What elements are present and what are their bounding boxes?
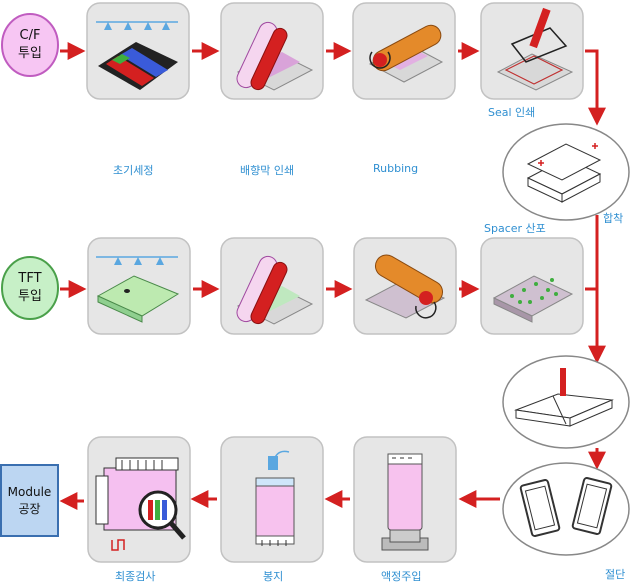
label-rubbing: Rubbing bbox=[373, 162, 419, 175]
step-box-final-inspect bbox=[87, 436, 191, 563]
step-box-alignment-print-cf bbox=[220, 2, 324, 100]
label-spacer: Spacer 산포 bbox=[484, 222, 546, 235]
step-ellipse-bonding bbox=[502, 123, 630, 221]
label-sealing: 봉지 bbox=[263, 570, 284, 583]
step-box-rubbing-cf bbox=[352, 2, 456, 100]
tft-input-line2: 투입 bbox=[18, 289, 42, 304]
tft-input-shape bbox=[1, 256, 59, 320]
label-seal-print: Seal 인쇄 bbox=[488, 106, 536, 119]
cf-input-shape bbox=[1, 13, 59, 77]
step-box-seal-print bbox=[480, 2, 584, 100]
label-final-inspect: 최종검사 bbox=[115, 570, 156, 583]
label-bonding: 합착 bbox=[603, 212, 624, 225]
step-ellipse-split bbox=[502, 462, 630, 556]
step-box-initial-clean-cf bbox=[86, 2, 190, 100]
step-box-lc-inject bbox=[353, 436, 457, 563]
module-line2: 공장 bbox=[18, 501, 41, 516]
label-cutting: 절단 bbox=[605, 568, 626, 581]
module-factory: Module 공장 bbox=[1, 465, 58, 536]
step-box-rubbing-tft bbox=[353, 237, 457, 335]
label-lc-inject: 액정주입 bbox=[381, 570, 422, 583]
step-box-sealing bbox=[220, 436, 324, 563]
step-ellipse-cutting bbox=[502, 355, 630, 449]
step-box-spacer bbox=[480, 237, 584, 335]
module-shape bbox=[0, 464, 59, 537]
arrow-spacer-to-cutting bbox=[585, 287, 606, 364]
step-box-alignment-print-tft bbox=[220, 237, 324, 335]
label-alignment-print: 배향막 인쇄 bbox=[240, 164, 295, 177]
cf-input-line2: 투입 bbox=[18, 46, 42, 61]
cf-input: C/F 투입 bbox=[2, 14, 58, 76]
step-box-initial-clean-tft bbox=[87, 237, 191, 335]
tft-input: TFT 투입 bbox=[2, 257, 58, 319]
label-initial-clean: 초기세정 bbox=[113, 164, 154, 177]
cf-input-line1: C/F bbox=[19, 28, 41, 43]
module-line1: Module bbox=[7, 484, 52, 499]
tft-input-line1: TFT bbox=[18, 271, 42, 286]
arrow-seal-to-bonding bbox=[585, 49, 606, 126]
